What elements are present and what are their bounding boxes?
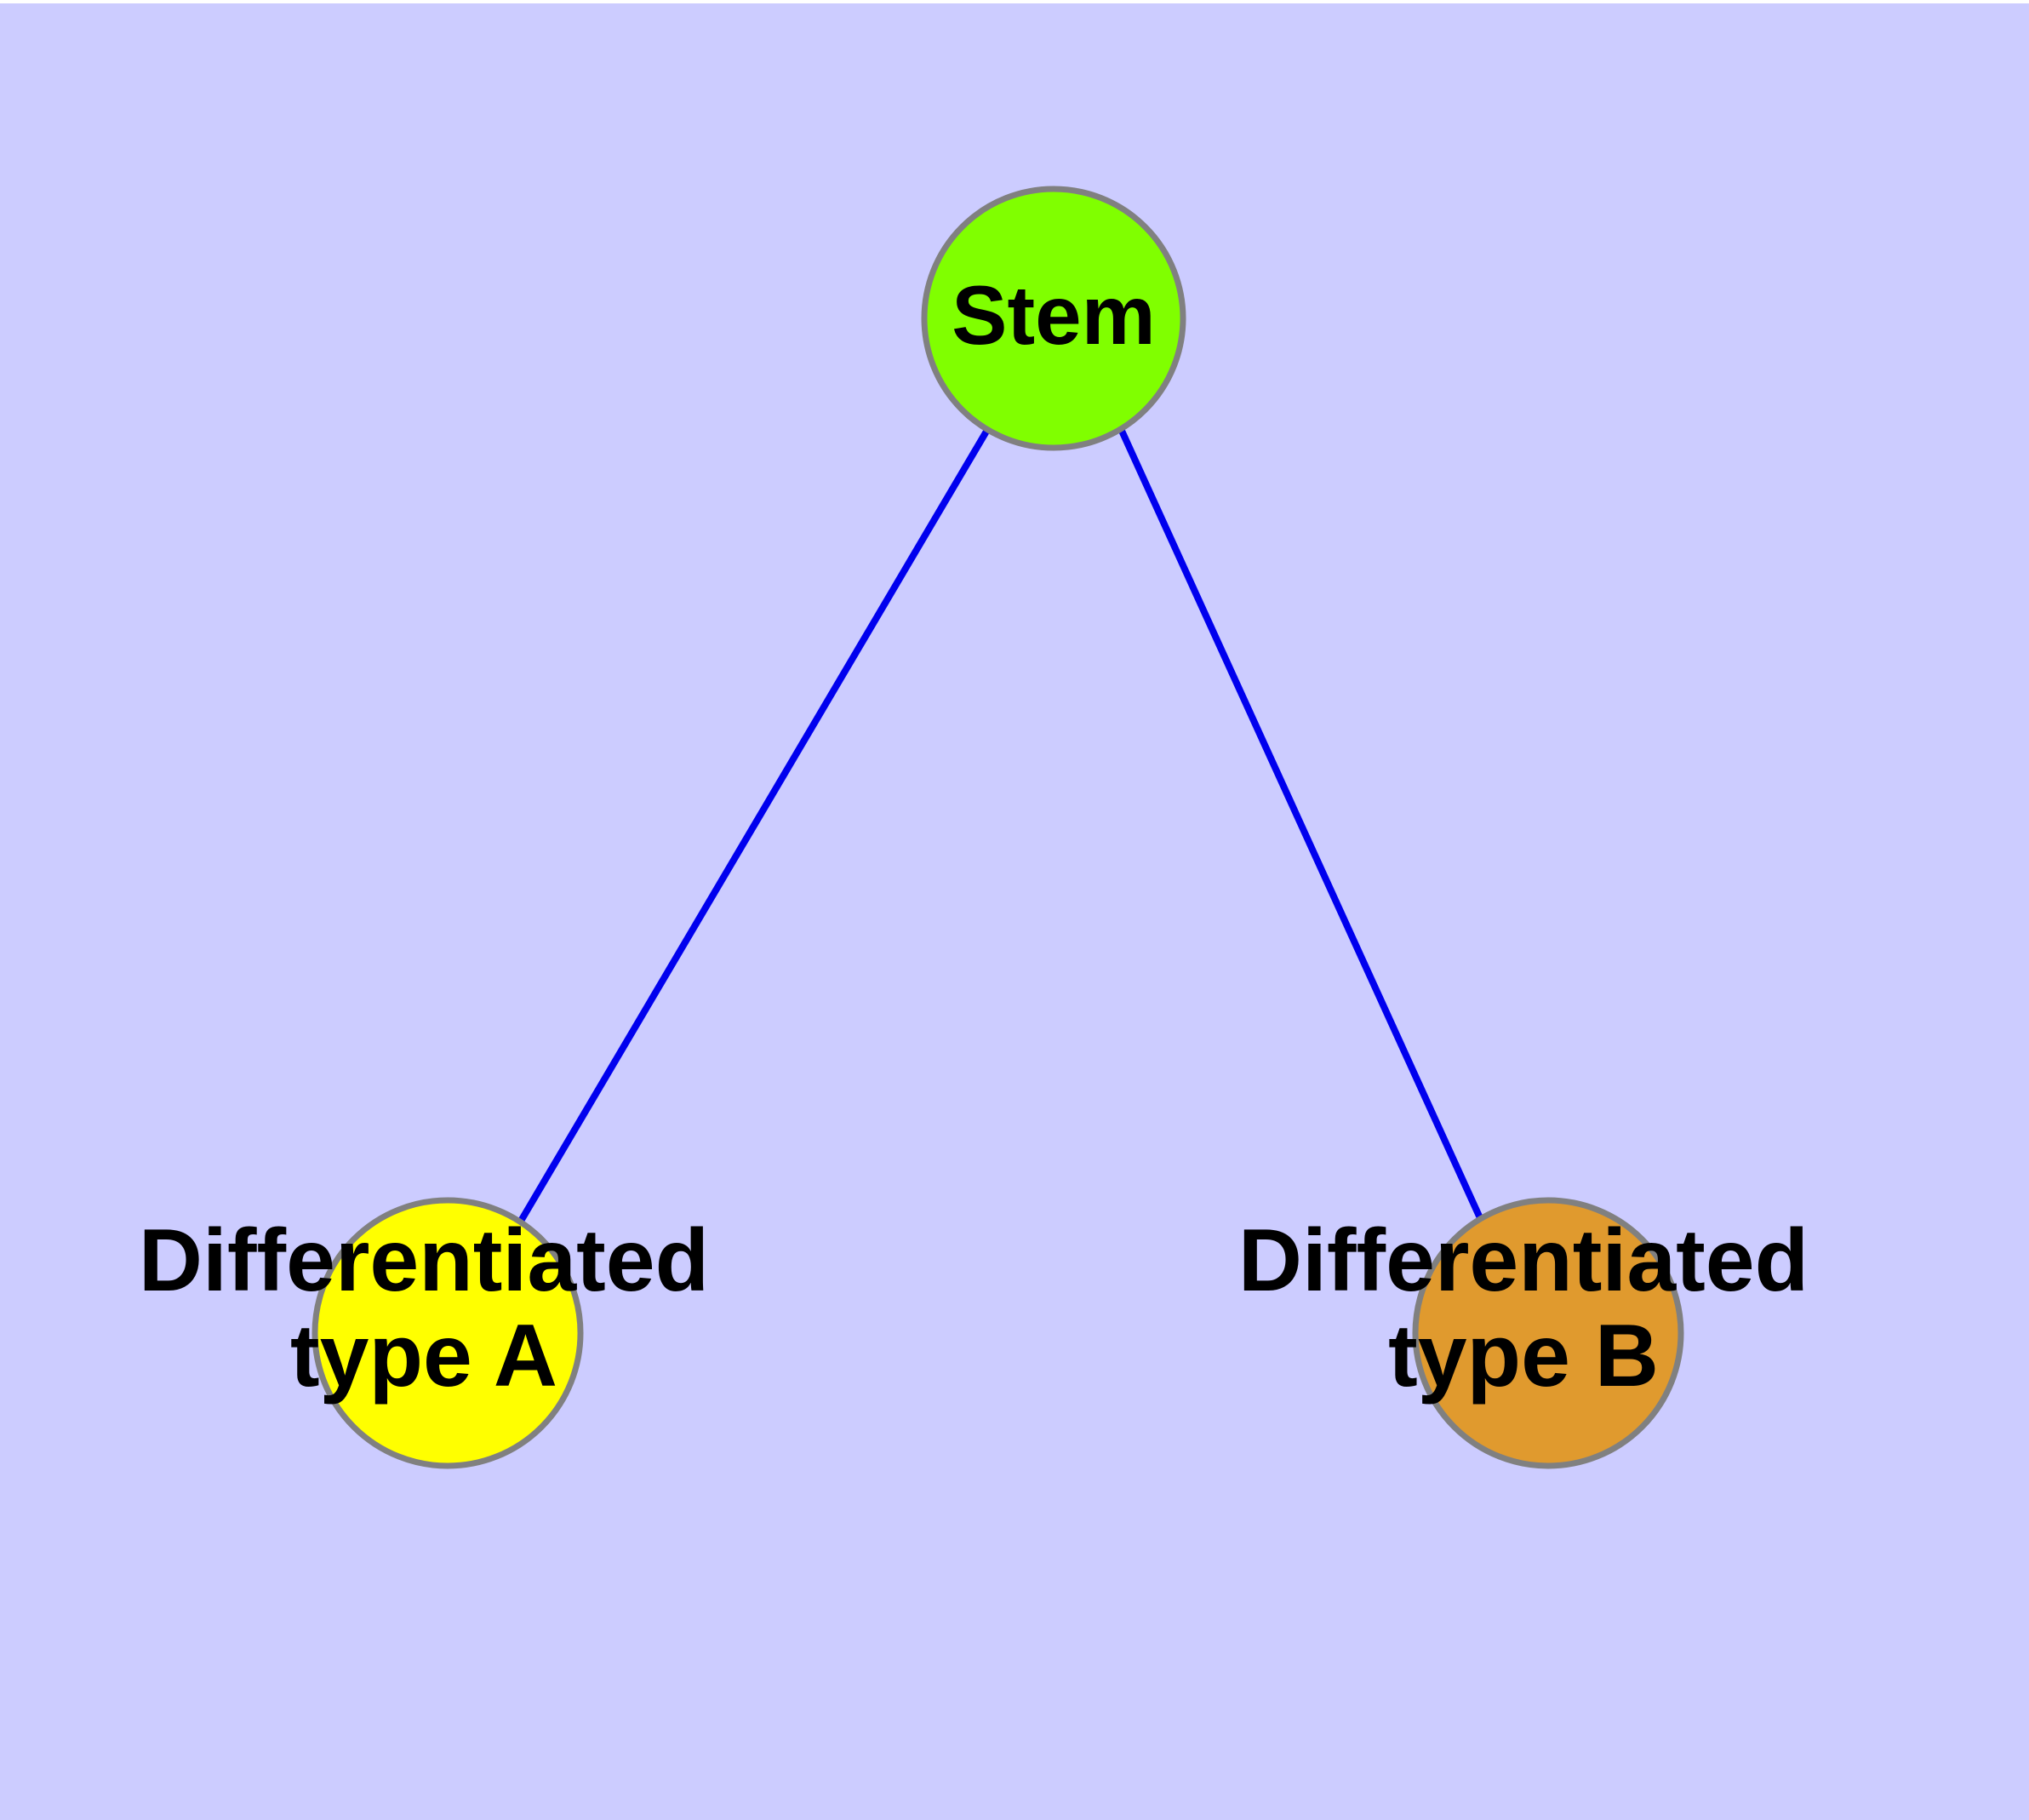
node-group <box>311 186 1684 1469</box>
edge-group <box>517 427 1484 1225</box>
node-differentiated-type-b[interactable] <box>1412 1197 1684 1469</box>
node-stem[interactable] <box>921 186 1186 451</box>
node-stem-circle[interactable] <box>921 186 1186 451</box>
node-differentiated-type-a-circle[interactable] <box>311 1197 584 1469</box>
edge-stem-to-differentiated-type-b[interactable] <box>1118 429 1484 1222</box>
node-differentiated-type-b-circle[interactable] <box>1412 1197 1684 1469</box>
edge-stem-to-differentiated-type-a[interactable] <box>517 427 991 1225</box>
node-stem-label: Stem <box>952 268 1156 362</box>
node-differentiated-type-a[interactable] <box>311 1197 584 1469</box>
